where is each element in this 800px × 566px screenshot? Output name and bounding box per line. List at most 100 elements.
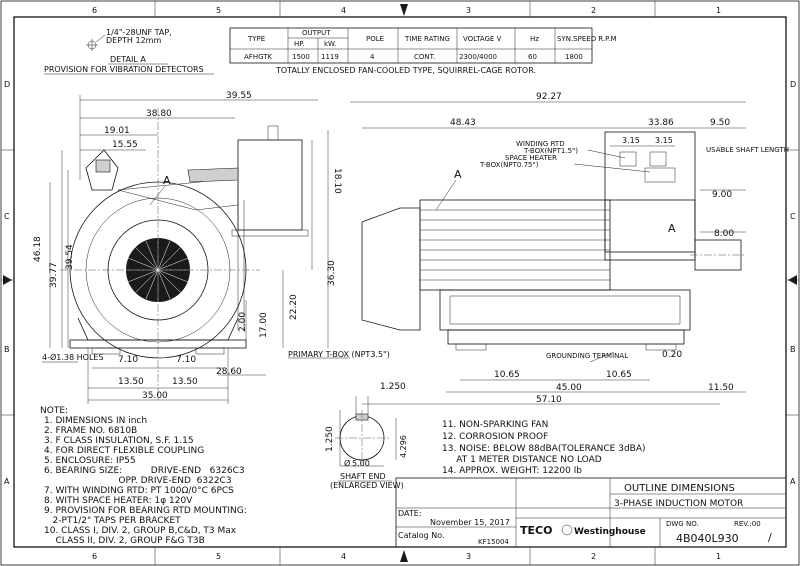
row-label-left-d: D: [4, 80, 10, 89]
dim-3-15-right: 3.15: [655, 136, 673, 145]
note-5: 5. ENCLOSURE: IP55: [44, 456, 136, 466]
center-arrow-bottom: [400, 550, 408, 562]
dim-39-77: 39.77: [49, 262, 59, 288]
col-label-bottom-1: 6: [92, 552, 97, 561]
col-label-top-2: 5: [216, 6, 221, 15]
center-arrow-top: [400, 4, 408, 16]
table-subheader-kw: kW.: [324, 40, 336, 48]
front-holes-label: 4-Ø1.38 HOLES: [42, 352, 104, 362]
detail-a-tap-line2: DEPTH 12mm: [106, 36, 161, 45]
dim-33-86: 33.86: [648, 118, 674, 128]
col-label-bottom-6: 1: [716, 552, 721, 561]
dim-92-27: 92.27: [536, 92, 562, 102]
winding-rtd-label: WINDING RTD: [516, 140, 565, 148]
dim-17-00: 17.00: [259, 312, 269, 338]
shaft-end-title: SHAFT END: [340, 472, 386, 481]
dim-48-43: 48.43: [450, 118, 476, 128]
row-label-right-c: C: [790, 212, 796, 221]
logo-westinghouse: Westinghouse: [574, 527, 646, 537]
row-label-left-a: A: [4, 477, 10, 486]
dim-36-30: 36.30: [327, 260, 337, 286]
table-header-output: OUTPUT: [302, 29, 331, 37]
note-9b: 2-PT1/2" TAPS PER BRACKET: [44, 516, 181, 526]
notes-title: NOTE:: [40, 406, 68, 416]
note-11: 11. NON-SPARKING FAN: [442, 420, 548, 430]
note-4: 4. FOR DIRECT FLEXIBLE COUPLING: [44, 446, 204, 456]
dim-8-00: 8.00: [714, 229, 734, 239]
col-label-bottom-2: 5: [216, 552, 221, 561]
detail-a: 1/4"-28UNF TAP, DEPTH 12mm DETAIL A PROV…: [44, 28, 214, 75]
note-14: 14. APPROX. WEIGHT: 12200 lb: [442, 466, 582, 476]
notes-left: NOTE: 1. DIMENSIONS IN inch 2. FRAME NO.…: [40, 406, 247, 546]
table-cell-pole: 4: [370, 53, 375, 61]
table-cell-time-rating: CONT.: [414, 53, 435, 61]
shaft-end-subtitle: (ENLARGED VIEW): [330, 481, 404, 490]
shaft-dim-1250-top: 1.250: [380, 382, 406, 392]
shaft-dim-1250-side: 1.250: [325, 426, 335, 452]
date-value: November 15, 2017: [430, 518, 510, 527]
front-view: 39.55 38.80 19.01 15.55 18.10 46.18 39.7…: [33, 91, 342, 404]
table-header-voltage: VOLTAGE V: [463, 35, 502, 43]
shaft-dim-500: 5.00: [352, 459, 370, 468]
row-label-left-c: C: [4, 212, 10, 221]
row-label-left-b: B: [4, 345, 10, 354]
catalog-value: KF15004: [478, 538, 509, 546]
col-label-bottom-3: 4: [341, 552, 346, 561]
grounding-terminal-label: GROUNDING TERMINAL: [546, 352, 628, 360]
rating-table: TYPE OUTPUT HP. kW. POLE TIME RATING VOL…: [229, 27, 617, 75]
row-label-right-b: B: [790, 345, 796, 354]
tbox-npt15-label: T-BOX(NPT1.5"): [523, 147, 578, 155]
side-detail-mark-2: A: [668, 222, 676, 235]
detail-a-tap-line1: 1/4"-28UNF TAP,: [106, 28, 172, 37]
dim-0-20: 0.20: [662, 350, 682, 360]
col-label-top-3: 4: [341, 6, 346, 15]
shaft-end: 1.250 1.250 4.296 Ø 5.00 SHAFT END (ENLA…: [325, 382, 408, 490]
table-cell-hp: 1500: [292, 53, 310, 61]
note-1: 1. DIMENSIONS IN inch: [44, 416, 147, 426]
detail-a-caption: PROVISION FOR VIBRATION DETECTORS: [44, 65, 204, 74]
logo-teco: TECO: [520, 524, 552, 537]
dim-39-55: 39.55: [226, 91, 252, 101]
table-cell-hz: 60: [528, 53, 537, 61]
dim-28-60: 28.60: [216, 367, 242, 377]
note-8: 8. WITH SPACE HEATER: 1φ 120V: [44, 496, 193, 506]
catalog-label: Catalog No.: [398, 531, 445, 540]
col-label-bottom-4: 3: [466, 552, 471, 561]
note-7: 7. WITH WINDING RTD: PT 100Ω/0°C 6PCS: [44, 486, 234, 496]
rev-label: REV.:00: [734, 520, 761, 528]
space-heater-label: SPACE HEATER: [505, 154, 557, 162]
dim-38-80: 38.80: [146, 109, 172, 119]
dim-9-00: 9.00: [712, 190, 732, 200]
dim-45-00: 45.00: [556, 383, 582, 393]
note-13b: AT 1 METER DISTANCE NO LOAD: [442, 455, 602, 465]
note-3: 3. F CLASS INSULATION, S.F. 1.15: [44, 436, 194, 446]
primary-tbox-label: PRIMARY T-BOX (NPT3.5"): [288, 350, 390, 359]
dim-3-15-left: 3.15: [622, 136, 640, 145]
dim-10-65-right: 10.65: [606, 370, 632, 380]
title-induction-motor: 3-PHASE INDUCTION MOTOR: [614, 499, 743, 509]
dim-7-10-right: 7.10: [176, 355, 196, 365]
note-6b: OPP. DRIVE-END 6322C3: [44, 476, 232, 486]
table-header-hz: Hz: [530, 35, 539, 43]
title-outline-dimensions: OUTLINE DIMENSIONS: [624, 483, 735, 494]
dim-22-20: 22.20: [289, 294, 299, 320]
row-label-right-a: A: [790, 477, 796, 486]
dim-35-00: 35.00: [142, 391, 168, 401]
table-header-pole: POLE: [366, 35, 384, 43]
table-enclosure-note: TOTALLY ENCLOSED FAN-COOLED TYPE, SQUIRR…: [275, 66, 536, 75]
dim-7-10-left: 7.10: [118, 355, 138, 365]
col-label-bottom-5: 2: [591, 552, 596, 561]
dim-13-50-left: 13.50: [118, 377, 144, 387]
front-detail-mark: A: [163, 174, 171, 187]
side-view: 92.27 48.43 33.86 9.50 3.15 3.15 9.00 8.…: [288, 92, 789, 405]
dim-19-01: 19.01: [104, 126, 130, 136]
note-13: 13. NOISE: BELOW 88dBA(TOLERANCE 3dBA): [442, 444, 646, 454]
title-block: DATE: November 15, 2017 Catalog No. KF15…: [395, 477, 787, 548]
col-label-top-5: 2: [591, 6, 596, 15]
note-12: 12. CORROSION PROOF: [442, 432, 548, 442]
table-header-syn-speed: SYN.SPEED R.P.M: [557, 35, 617, 43]
dim-46-18: 46.18: [33, 236, 43, 262]
dim-57-10: 57.10: [536, 395, 562, 405]
note-2: 2. FRAME NO. 6810B: [44, 426, 137, 436]
